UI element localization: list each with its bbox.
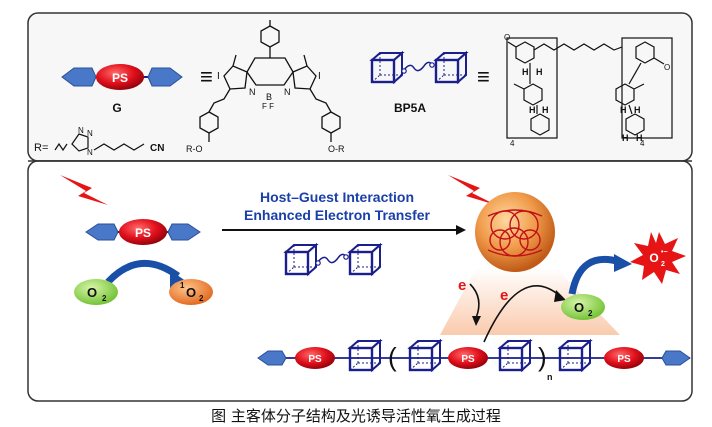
ps-core-icon <box>604 347 644 369</box>
arrow-text-line2: Enhanced Electron Transfer <box>244 207 430 223</box>
svg-text:H: H <box>542 105 549 115</box>
svg-text:H: H <box>536 67 543 77</box>
equivalence-sign-right: ≡ <box>477 64 490 89</box>
polymer-ps-label-3: PS <box>617 354 631 365</box>
svg-text:N: N <box>87 129 93 138</box>
ether-right: O-R <box>328 144 345 154</box>
electron-arrow-2-icon <box>483 285 561 343</box>
bodipy-structure <box>199 20 341 142</box>
equivalence-sign-left: ≡ <box>200 64 213 89</box>
methoxy-o-1: O <box>504 33 510 42</box>
pillararene-structure <box>506 37 673 139</box>
nanoparticle-chains-icon <box>487 209 543 257</box>
guest-g-cartoon-bottom: PS <box>85 219 201 245</box>
methoxy-o-2: O <box>664 63 670 72</box>
superoxide-label: O <box>649 251 658 265</box>
boron-atom: B <box>266 92 272 102</box>
oxygen-sub: 2 <box>102 294 107 303</box>
singlet-sub: 2 <box>199 294 204 303</box>
r-cn-label: CN <box>150 143 164 154</box>
repeat-n: n <box>547 372 553 382</box>
svg-text:N: N <box>87 148 93 157</box>
stopper-right-icon <box>147 67 183 87</box>
ps-core-icon <box>119 219 167 245</box>
oxygen-label: O <box>87 285 97 300</box>
pillararene-h-labels: H H H H H H H H <box>522 67 643 143</box>
singlet-oxygen-bubble <box>169 279 213 305</box>
bracket-open: ( <box>388 342 397 372</box>
nitrogen-right: N <box>284 87 291 97</box>
singlet-sup: 1 <box>180 281 185 290</box>
electron-label-1: e <box>458 277 466 294</box>
oxygen-bubble <box>74 279 118 305</box>
superoxide-sup: •− <box>661 249 668 256</box>
wavy-bond-icon <box>54 142 68 152</box>
svg-text:N: N <box>78 126 84 135</box>
superoxide-burst-icon <box>630 232 686 284</box>
ps-core-icon <box>448 347 488 369</box>
stopper-left-icon <box>257 350 287 366</box>
superoxide-sub: 2 <box>661 261 665 268</box>
singlet-label: O <box>186 285 196 300</box>
svg-text:H: H <box>522 67 529 77</box>
polymer-ps-label-1: PS <box>308 354 322 365</box>
guest-name: G <box>112 101 121 115</box>
svg-text:H: H <box>636 133 643 143</box>
superoxide-arrow-icon <box>568 255 622 295</box>
guest-g-cartoon: PS <box>61 64 183 90</box>
fluorine-atoms: F F <box>262 102 274 111</box>
acceptor-label: O <box>574 300 584 315</box>
r-label: R= <box>34 142 48 154</box>
ps-core-icon <box>96 64 144 90</box>
arrow-text-line1: Host–Guest Interaction <box>260 189 414 205</box>
host-name: BP5A <box>394 101 426 115</box>
host-bp5a-under-arrow <box>284 243 382 276</box>
acceptor-oxygen-bubble <box>561 294 605 320</box>
nitrogen-left: N <box>249 87 256 97</box>
ps-core-icon <box>295 347 335 369</box>
svg-text:H: H <box>634 105 641 115</box>
triazole-ring-icon <box>71 133 89 152</box>
linker-icon <box>403 61 433 72</box>
svg-text:H: H <box>620 105 627 115</box>
guest-ps-label: PS <box>112 71 128 85</box>
bracket-close: ) <box>538 342 547 372</box>
host-bp5a-cartoon <box>370 51 468 84</box>
polymer-ps-label-2: PS <box>461 354 475 365</box>
supramolecular-polymer-chain: PS ( PS ) n PS <box>257 339 691 382</box>
r-substituent: R= N N N CN <box>34 126 164 157</box>
iodine-left: I <box>217 71 220 82</box>
stopper-left-icon <box>85 223 119 241</box>
alkyl-chain-icon <box>93 143 145 151</box>
figure-caption: 图 主客体分子结构及光诱导活性氧生成过程 <box>211 407 501 425</box>
acceptor-sub: 2 <box>588 309 593 318</box>
subscript-4-left: 4 <box>510 139 515 148</box>
svg-text:H: H <box>622 133 629 143</box>
ether-left: R-O <box>186 144 203 154</box>
svg-text:H: H <box>529 105 536 115</box>
reaction-arrowhead-icon <box>456 225 466 235</box>
electron-arrow-1-icon <box>469 283 480 319</box>
nanoparticle-sphere-icon <box>475 192 555 272</box>
stopper-right-icon <box>661 350 691 366</box>
stopper-right-icon <box>167 223 201 241</box>
subscript-4-right: 4 <box>640 139 645 148</box>
iodine-right: I <box>318 71 321 82</box>
electron-label-2: e <box>500 287 508 304</box>
svg-text:PS: PS <box>135 226 151 240</box>
